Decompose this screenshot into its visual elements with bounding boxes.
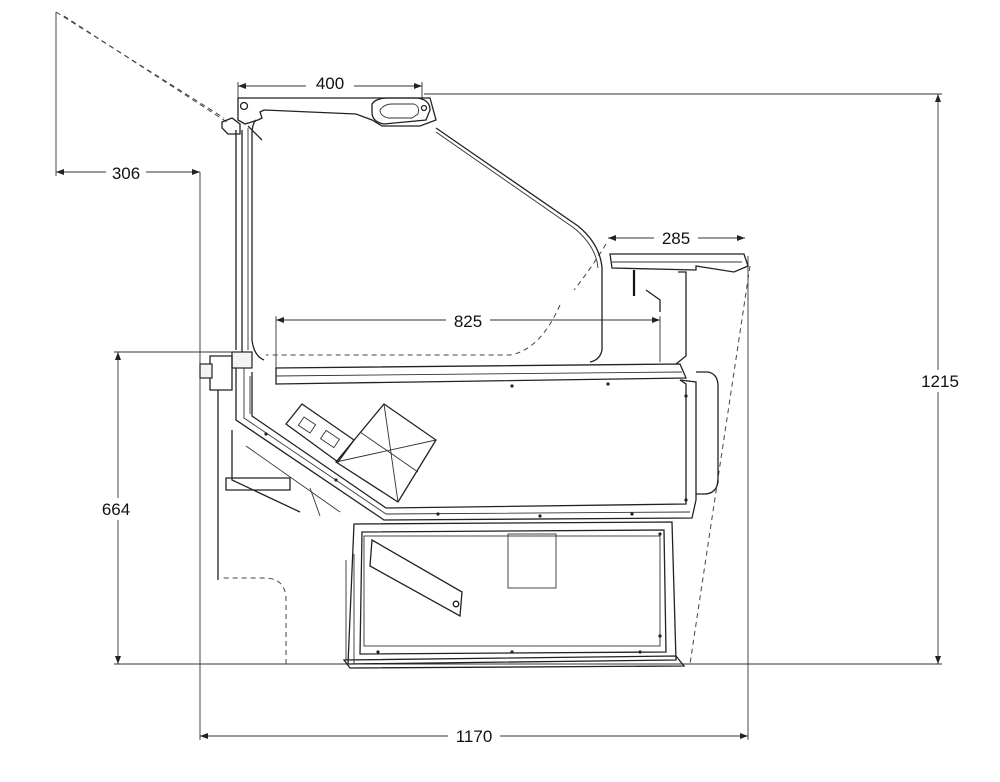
- front-shelf: [609, 253, 749, 365]
- base-cabinet: [199, 355, 341, 580]
- dimension-1215: 1215: [284, 93, 966, 665]
- side-grille: [696, 371, 719, 495]
- dimension-825-label: 825: [454, 312, 482, 331]
- lower-compartment: [342, 521, 686, 669]
- dimension-285-label: 285: [662, 229, 690, 248]
- top-canopy: [237, 97, 437, 127]
- dimension-664-label: 664: [102, 500, 130, 519]
- fixing-points: [264, 382, 688, 654]
- rear-frame: [235, 119, 265, 361]
- open-lid-dashed-outline: [55, 11, 751, 665]
- dimension-1215-label: 1215: [921, 372, 959, 391]
- front-glass: [435, 127, 603, 363]
- dimension-825: 825: [275, 310, 661, 370]
- dimension-664: 664: [96, 351, 290, 665]
- dimension-285: 285: [608, 228, 745, 248]
- dimension-1170: 1170: [199, 172, 749, 746]
- display-deck: [275, 363, 687, 385]
- evaporator-box: [335, 403, 437, 503]
- dimension-1170-label: 1170: [456, 727, 493, 746]
- lid-hinge: [221, 117, 263, 141]
- refrigerated-tub: [231, 351, 697, 521]
- dimension-306-label: 306: [112, 164, 140, 183]
- fan-unit: [285, 403, 355, 463]
- dimension-400-label: 400: [316, 74, 344, 93]
- dimension-400: 400: [237, 72, 423, 100]
- dimension-306: 306: [55, 12, 200, 183]
